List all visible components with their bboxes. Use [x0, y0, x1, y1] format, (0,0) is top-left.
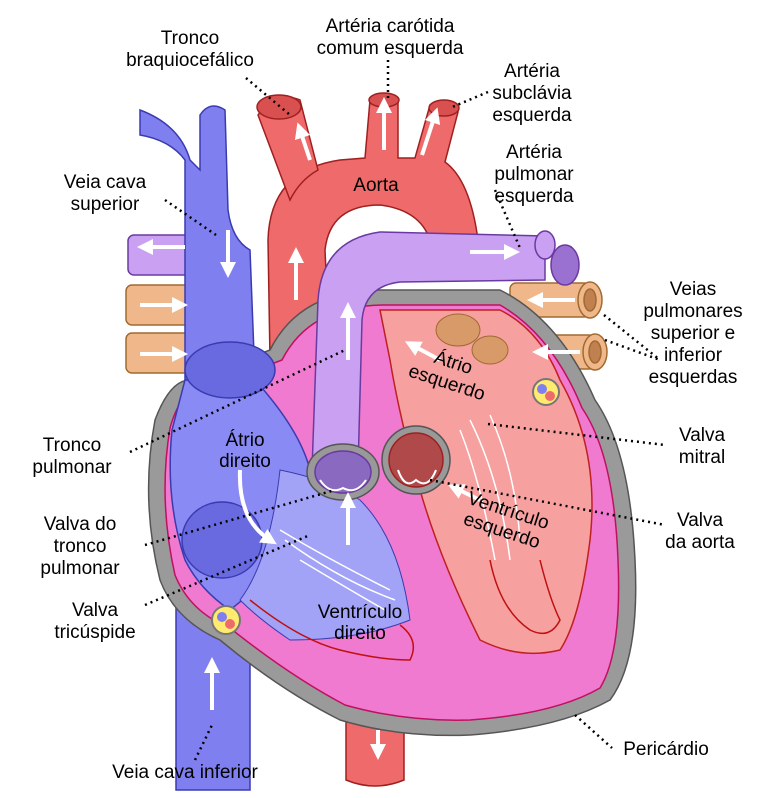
right-ventricle-blue: [239, 469, 411, 641]
label-pericardio: Pericárdio: [623, 739, 709, 760]
label-valva-tronco-pulmonar: Valva do tronco pulmonar: [40, 514, 120, 579]
label-arteria-carotida: Artéria carótida comum esquerda: [316, 16, 464, 59]
label-arteria-pulmonar: Artéria pulmonar esquerda: [494, 142, 574, 207]
flow-arrows: [137, 97, 580, 760]
label-atrio-direito: Átrio direito: [219, 430, 271, 472]
label-tronco-pulmonar: Tronco pulmonar: [32, 435, 112, 478]
pulmonary-valve-shape: [306, 443, 380, 501]
papillary-muscles: [249, 559, 561, 661]
label-veia-cava-inferior: Veia cava inferior: [112, 762, 258, 783]
label-veias-pulmonares: Veias pulmonares superior e inferior esq…: [643, 279, 743, 388]
label-ventriculo-direito: Ventrículo direito: [317, 602, 403, 644]
leader-lines: [129, 60, 666, 761]
label-aorta: Aorta: [353, 175, 399, 196]
label-veia-cava-superior: Veia cava superior: [63, 172, 147, 215]
label-valva-aorta: Valva da aorta: [665, 510, 735, 553]
chordae-tendineae: [279, 414, 521, 611]
mitral-valve-ring: [532, 378, 560, 406]
tricuspid-valve-ring: [211, 605, 241, 635]
superior-vena-cava: [139, 105, 256, 381]
label-arteria-subclavia: Artéria subclávia esquerda: [492, 61, 572, 126]
label-valva-tricuspide: Valva tricúspide: [54, 600, 136, 643]
right-atrium-arrow: [237, 469, 277, 545]
label-valva-mitral: Valva mitral: [678, 425, 726, 468]
aortic-valve-shape: [381, 425, 451, 495]
label-tronco-braquiocefalico: Tronco braquiocefálico: [126, 28, 254, 71]
